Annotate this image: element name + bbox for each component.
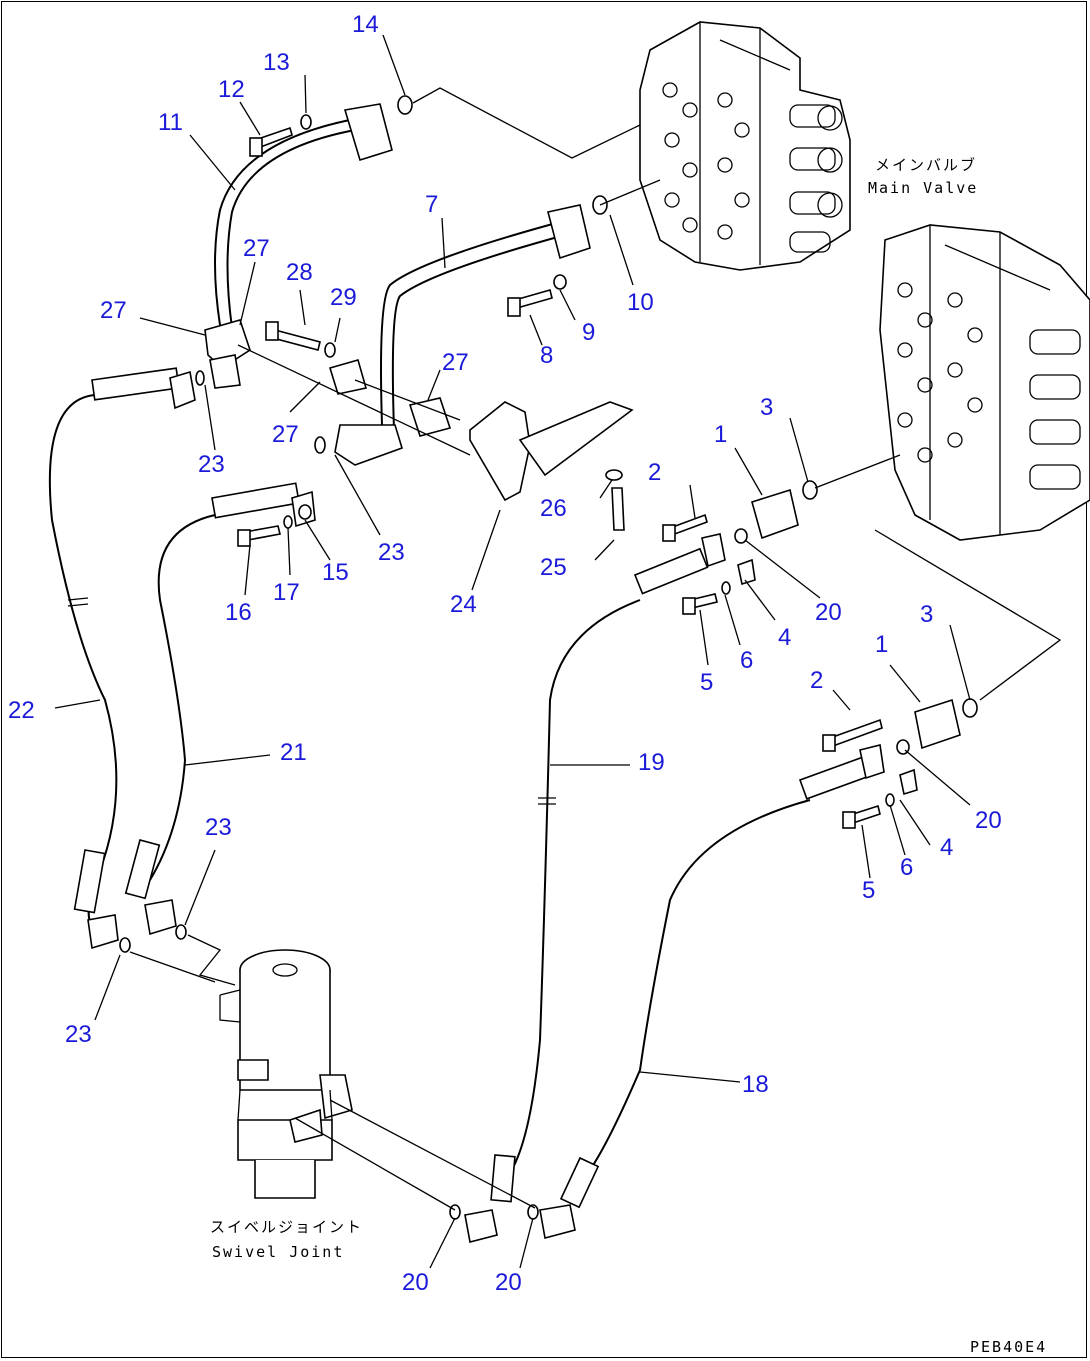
bracket-24: [204, 319, 634, 502]
callout-4: 4: [778, 624, 791, 651]
callout-25: 25: [540, 554, 567, 581]
callout-5: 5: [862, 877, 875, 904]
callout-5: 5: [700, 669, 713, 696]
callout-22: 22: [8, 697, 35, 724]
hose-22: [48, 367, 196, 950]
callout-1: 1: [714, 421, 727, 448]
callout-18: 18: [742, 1071, 769, 1098]
callout-6: 6: [740, 647, 753, 674]
callout-20: 20: [975, 807, 1002, 834]
callout-20: 20: [402, 1269, 429, 1296]
callout-17: 17: [273, 579, 300, 606]
callout-3: 3: [920, 601, 933, 628]
callout-24: 24: [450, 591, 477, 618]
callout-20: 20: [815, 599, 842, 626]
callout-19: 19: [638, 749, 665, 776]
callout-2: 2: [810, 667, 823, 694]
callout-27: 27: [243, 235, 270, 262]
break-marks: [67, 597, 556, 805]
callout-9: 9: [582, 319, 595, 346]
hose-18: [539, 744, 885, 1239]
hose-21: [124, 482, 316, 936]
callout-27: 27: [100, 297, 127, 324]
callout-11: 11: [158, 109, 183, 136]
callout-3: 3: [760, 394, 773, 421]
callout-6: 6: [900, 854, 913, 881]
tube-11: [214, 103, 393, 329]
callout-27: 27: [442, 349, 469, 376]
main-valve-caption-en: Main Valve: [868, 179, 978, 197]
callout-2: 2: [648, 459, 661, 486]
callout-27: 27: [272, 421, 299, 448]
callout-1: 1: [875, 631, 888, 658]
callout-10: 10: [627, 289, 654, 316]
callout-13: 13: [263, 49, 290, 76]
callout-28: 28: [286, 259, 313, 286]
swivel-joint-caption-en: Swivel Joint: [212, 1243, 344, 1261]
callout-23: 23: [378, 539, 405, 566]
leader-lines: [54, 34, 1062, 1269]
flange-1-upper: [751, 488, 799, 540]
callout-23: 23: [65, 1021, 92, 1048]
swivel-joint-caption-jp: スイベルジョイント: [210, 1218, 363, 1236]
callout-8: 8: [540, 342, 553, 369]
callout-26: 26: [540, 495, 567, 522]
callout-14: 14: [352, 11, 379, 38]
drawing-code: PEB40E4: [970, 1338, 1047, 1356]
callouts: 14 13 12 11 7 27 28 29 27 10 8 9 27 27 2…: [8, 11, 1002, 1296]
callout-23: 23: [198, 451, 225, 478]
main-valve-caption-jp: メインバルブ: [875, 156, 977, 174]
callout-20: 20: [495, 1269, 522, 1296]
hose-19: [464, 533, 726, 1243]
callout-4: 4: [940, 834, 953, 861]
callout-29: 29: [330, 284, 357, 311]
main-valve-lower: [879, 224, 1090, 541]
callout-15: 15: [322, 559, 349, 586]
swivel-joint: [219, 949, 353, 1199]
main-valve-upper: [639, 21, 851, 271]
flange-1-lower: [914, 698, 961, 750]
tube-7: [334, 204, 591, 466]
callout-7: 7: [425, 191, 438, 218]
callout-23: 23: [205, 814, 232, 841]
callout-21: 21: [280, 739, 307, 766]
callout-12: 12: [218, 76, 245, 103]
callout-16: 16: [225, 599, 252, 626]
